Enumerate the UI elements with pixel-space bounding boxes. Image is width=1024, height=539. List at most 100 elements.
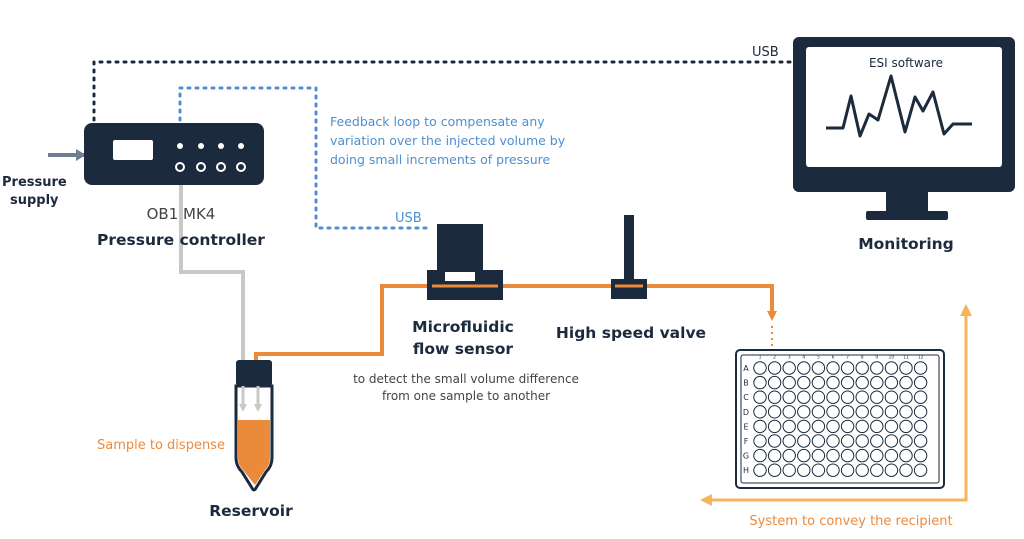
esi-software-label: ESI software (869, 56, 943, 70)
sensor-note-line1: to detect the small volume difference (353, 372, 579, 386)
plate-well (782, 448, 796, 463)
reservoir-tube-icon (234, 360, 274, 492)
plate-well (840, 375, 855, 390)
plate-well (840, 434, 855, 448)
plate-well (826, 448, 840, 463)
plate-well (811, 361, 826, 375)
plate-column-label: 1 (759, 355, 762, 361)
usb-cable-controller-to-computer (92, 60, 792, 130)
plate-row-label: H (743, 466, 749, 475)
plate-well (913, 361, 928, 375)
plate-well (782, 405, 796, 419)
plate-well (899, 419, 913, 434)
pressure-supply-label-2: supply (10, 193, 59, 208)
plate-well (840, 463, 855, 477)
plate-well (913, 405, 928, 419)
plate-row-label: F (744, 437, 749, 446)
plate-column-label: 4 (802, 355, 805, 361)
sample-tubing (254, 284, 777, 362)
feedback-text-line1: Feedback loop to compensate any (330, 114, 545, 129)
plate-column-label: 8 (861, 355, 864, 361)
plate-well (884, 375, 899, 390)
pressure-supply-label-1: Pressure (2, 175, 67, 190)
plate-well (797, 434, 811, 448)
plate-well (753, 434, 767, 448)
plate-well (913, 463, 928, 477)
valve-icon (611, 215, 647, 299)
plate-well (753, 448, 767, 463)
plate-column-label: 5 (817, 355, 820, 361)
plate-well (826, 390, 840, 404)
flow-sensor-label-1: Microfluidic (412, 318, 514, 336)
plate-well (884, 405, 899, 419)
plate-well (855, 419, 869, 434)
plate-well (899, 448, 913, 463)
plate-well (797, 463, 811, 477)
plate-well (840, 448, 855, 463)
feedback-text-line3: doing small increments of pressure (330, 152, 550, 167)
plate-well (855, 375, 869, 390)
reservoir-label: Reservoir (209, 502, 293, 520)
conveyor-arrow-left (700, 494, 712, 506)
plate-row-label: G (743, 452, 749, 461)
plate-well (782, 434, 796, 448)
plate-well (855, 434, 869, 448)
plate-well (767, 375, 782, 390)
plate-column-label: 6 (832, 355, 835, 361)
pressure-supply-arrowhead (76, 149, 86, 161)
plate-column-label: 3 (788, 355, 791, 361)
conveyor-arrow-up (960, 304, 972, 316)
ob1-name-label: Pressure controller (97, 231, 265, 249)
plate-well (884, 463, 899, 477)
plate-well (840, 361, 855, 375)
plate-well (782, 419, 796, 434)
plate-well (767, 448, 782, 463)
plate-well (826, 434, 840, 448)
plate-well (753, 375, 767, 390)
usb-label-sensor: USB (395, 211, 422, 226)
plate-column-label: 10 (889, 355, 895, 361)
plate-well (826, 375, 840, 390)
flow-sensor-label-2: flow sensor (413, 340, 514, 358)
plate-well (855, 390, 869, 404)
plate-well (884, 390, 899, 404)
signal-waveform (826, 74, 972, 138)
plate-row-label: C (743, 393, 749, 402)
plate-well (797, 448, 811, 463)
plate-well (826, 463, 840, 477)
feedback-text-line2: variation over the injected volume by (330, 133, 566, 148)
plate-well (899, 375, 913, 390)
plate-well (870, 361, 884, 375)
sensor-note-line2: from one sample to another (382, 389, 550, 403)
plate-well (913, 448, 928, 463)
monitoring-label: Monitoring (858, 235, 954, 253)
plate-well (753, 405, 767, 419)
plate-well (753, 361, 767, 375)
plate-row-label: B (743, 379, 749, 388)
plate-well (870, 448, 884, 463)
plate-well (767, 463, 782, 477)
plate-well (840, 390, 855, 404)
plate-well (797, 361, 811, 375)
plate-well (811, 419, 826, 434)
plate-well (767, 405, 782, 419)
plate-well (884, 361, 899, 375)
ob1-model-label: OB1 MK4 (147, 205, 216, 223)
plate-well (899, 405, 913, 419)
plate-well (899, 361, 913, 375)
plate-well (870, 434, 884, 448)
plate-well (753, 419, 767, 434)
plate-well (899, 463, 913, 477)
plate-well (913, 434, 928, 448)
plate-well (899, 434, 913, 448)
plate-well (826, 405, 840, 419)
plate-well (826, 419, 840, 434)
plate-well (884, 448, 899, 463)
pressure-controller-icon (84, 123, 264, 185)
plate-well (855, 463, 869, 477)
plate-well (840, 419, 855, 434)
plate-well (797, 375, 811, 390)
plate-well (767, 361, 782, 375)
valve-label: High speed valve (556, 324, 706, 342)
pressure-tube (179, 166, 245, 362)
